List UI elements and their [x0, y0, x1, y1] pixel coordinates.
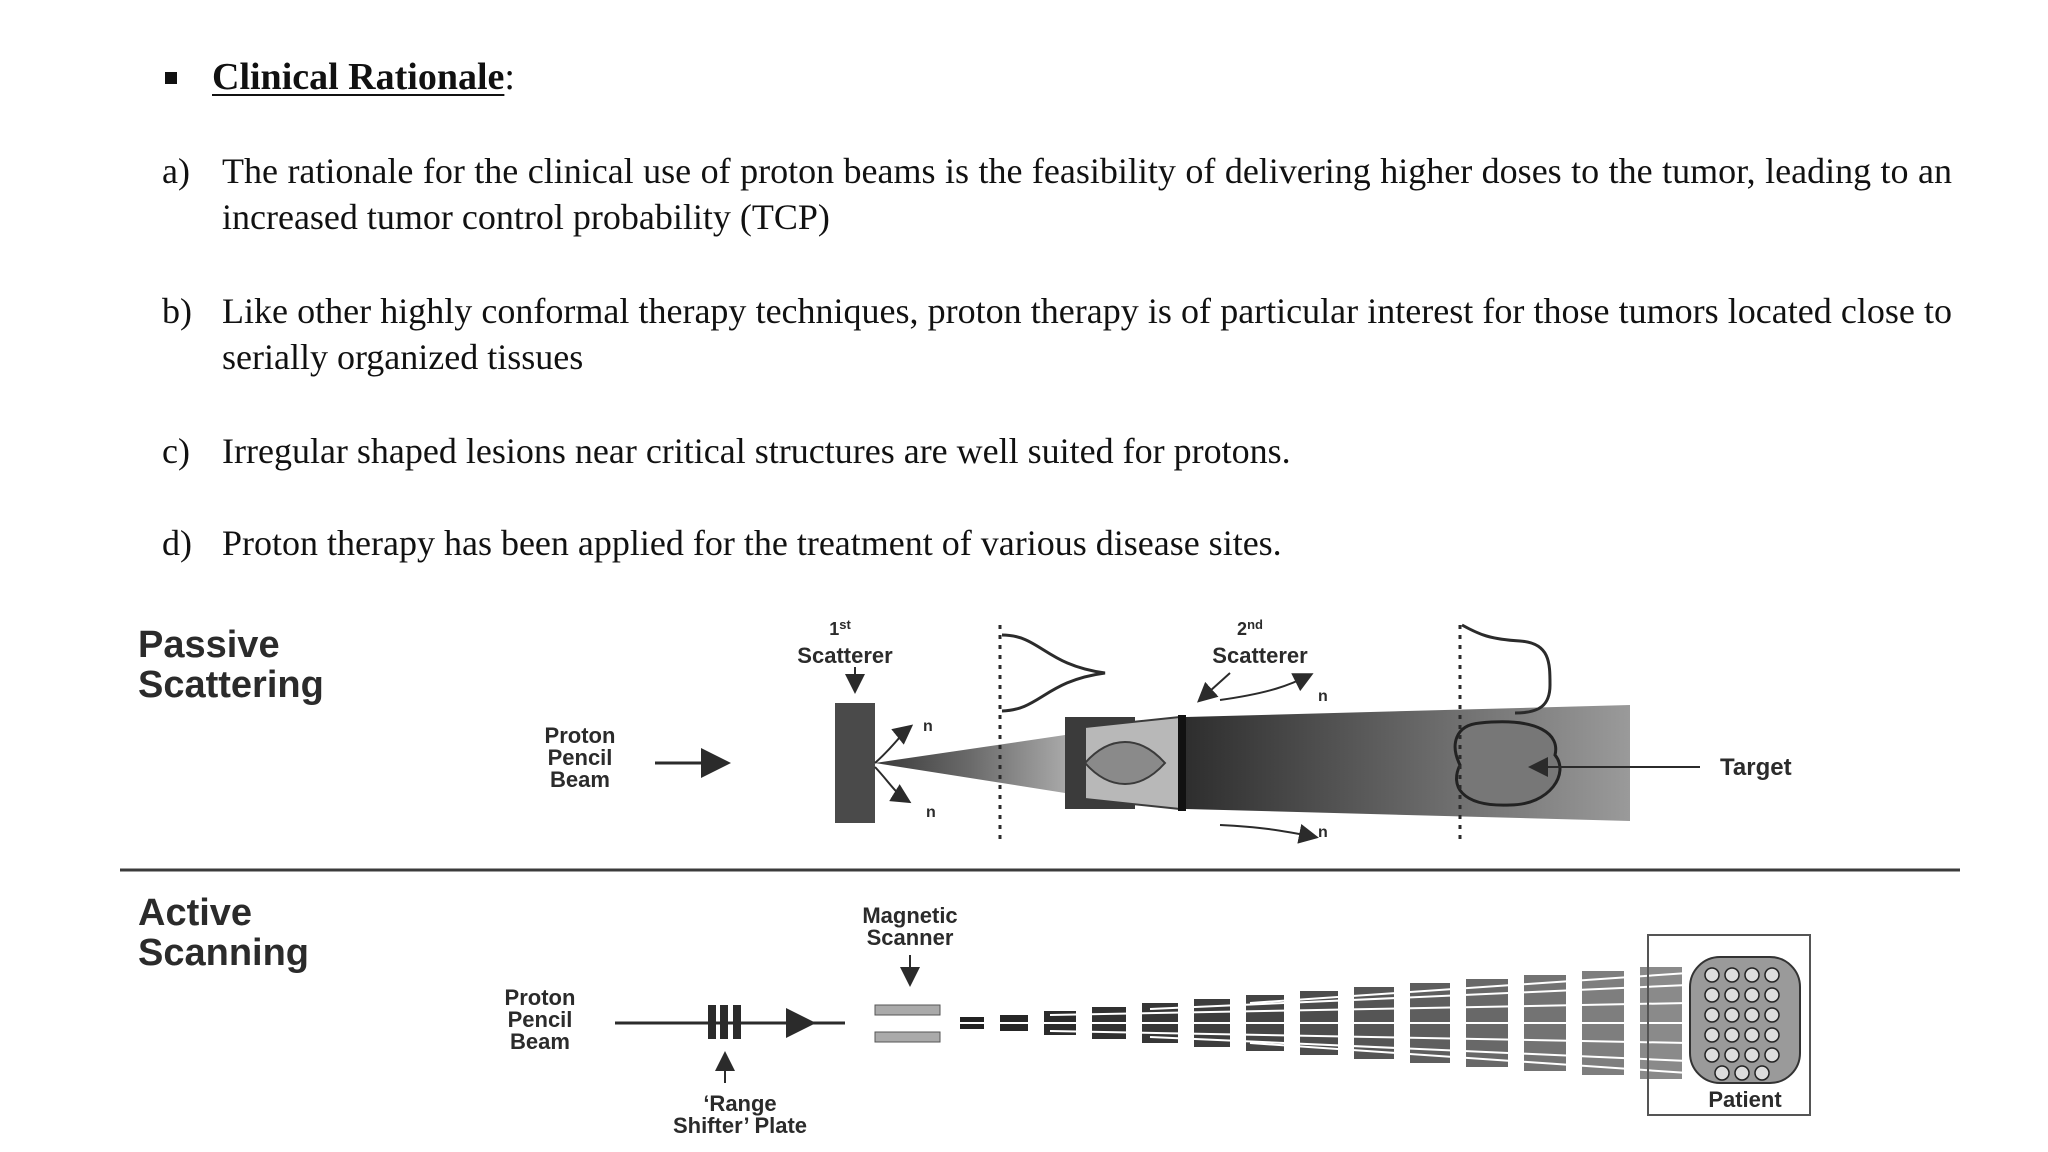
active-scanning-panel: Active Scanning Magnetic Scanner Proton … [138, 892, 1811, 1138]
list-item: a) The rationale for the clinical use of… [162, 148, 1952, 240]
passive-title-line1: Passive [138, 624, 280, 666]
scatter-fan [875, 735, 1065, 793]
dose-profile-2 [1461, 623, 1552, 715]
proton-delivery-diagram: Passive Scattering Proton Pencil Beam 1s… [112, 605, 1970, 1145]
patient-box [1647, 934, 1811, 1116]
list-marker: a) [162, 151, 190, 191]
list-item: b) Like other highly conformal therapy t… [162, 288, 1952, 380]
first-scatterer-plate [835, 703, 875, 823]
heading-colon: : [504, 56, 515, 98]
magnet-upper [874, 1004, 941, 1016]
second-scatterer-ordinal: 2nd [1237, 617, 1263, 639]
passive-title-line2: Scattering [138, 664, 324, 706]
neutron-label-3: n [1318, 688, 1328, 705]
collimator-left [1065, 723, 1085, 803]
list-item: c) Irregular shaped lesions near critica… [162, 428, 1952, 474]
patient-label: Patient [1708, 1087, 1782, 1112]
second-scatterer-plate [1178, 715, 1186, 811]
list-item: d) Proton therapy has been applied for t… [162, 520, 1952, 566]
list-marker: b) [162, 291, 192, 331]
first-scatterer-ordinal: 1st [829, 617, 851, 639]
active-beam-label-line3: Beam [510, 1029, 570, 1054]
neutron-label-2: n [926, 804, 936, 821]
active-title-line2: Scanning [138, 932, 309, 974]
first-scatterer-label: Scatterer [797, 643, 893, 668]
dose-spots [1704, 967, 1780, 1081]
passive-beam-label-line1: Proton [545, 723, 616, 748]
active-title-line1: Active [138, 892, 252, 934]
collimator-bottom [1065, 799, 1135, 809]
passive-beam-label-line3: Beam [550, 767, 610, 792]
second-scatterer-lens [1083, 741, 1167, 785]
neutron-path-lower [874, 766, 912, 804]
magnetic-scanner-label-line2: Scanner [867, 925, 954, 950]
range-shifter-label-line1: ‘Range [703, 1091, 776, 1116]
list-marker: d) [162, 523, 192, 563]
active-beam-label-line2: Pencil [508, 1007, 573, 1032]
second-scatterer-label: Scatterer [1212, 643, 1308, 668]
neutron-label-4: n [1318, 824, 1328, 841]
section-heading: Clinical Rationale: [212, 56, 515, 98]
beam-stripes [958, 972, 1689, 1074]
target-label: Target [1720, 754, 1792, 781]
collimator-top [1065, 717, 1135, 727]
treatment-cone [1186, 705, 1630, 821]
second-scatterer-arrow [1197, 672, 1231, 703]
neutron-label-1: n [923, 718, 933, 735]
range-shifter-plate-2 [720, 1005, 728, 1039]
passive-beam-label-line2: Pencil [548, 745, 613, 770]
neutron-path-lower-2 [1219, 824, 1319, 844]
magnet-lower [874, 1031, 941, 1043]
list-item-text: Irregular shaped lesions near critical s… [222, 431, 1291, 471]
range-shifter-plate-3 [733, 1005, 741, 1039]
active-beam-label-line1: Proton [505, 985, 576, 1010]
list-item-text: Proton therapy has been applied for the … [222, 523, 1282, 563]
square-bullet-icon [165, 72, 177, 84]
range-shifter-plate-1 [708, 1005, 716, 1039]
magnetic-scanner-label-line1: Magnetic [862, 903, 957, 928]
neutron-path-upper [874, 724, 914, 764]
list-item-text: The rationale for the clinical use of pr… [222, 151, 1952, 237]
neutron-path-upper-2 [1219, 673, 1314, 701]
target-volume [1453, 720, 1562, 807]
range-shifter-label-line2: Shifter’ Plate [673, 1113, 807, 1138]
passive-scattering-panel: Passive Scattering Proton Pencil Beam 1s… [138, 617, 1792, 845]
list-marker: c) [162, 431, 190, 471]
dose-profile-1 [1001, 633, 1106, 713]
list-item-text: Like other highly conformal therapy tech… [222, 291, 1952, 377]
